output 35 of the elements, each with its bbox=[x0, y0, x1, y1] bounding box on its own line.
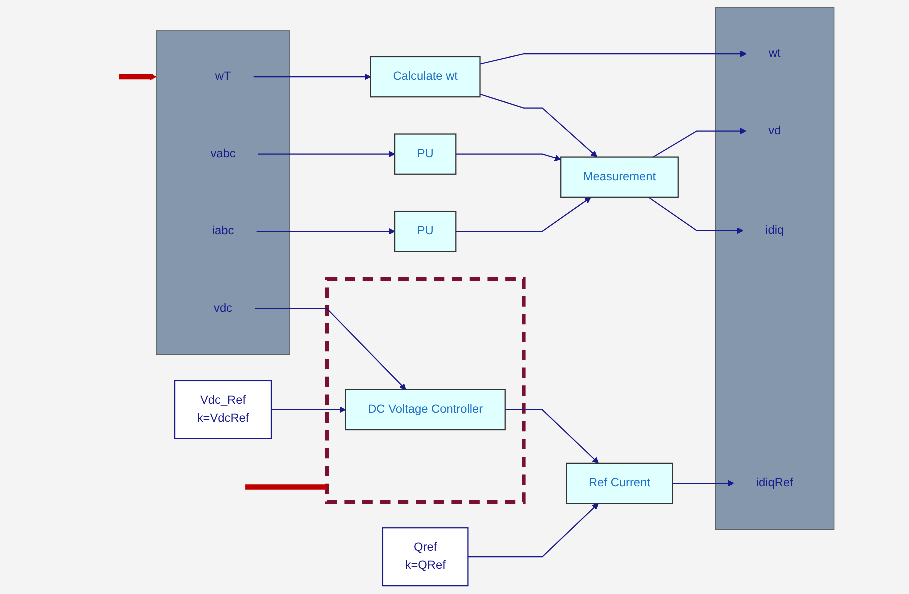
node-box: Qref k=QRef bbox=[382, 528, 469, 587]
node-text: iabc bbox=[212, 224, 234, 238]
arrow bbox=[505, 409, 599, 464]
arrow bbox=[456, 197, 592, 232]
arrow bbox=[256, 228, 396, 235]
node-text: vabc bbox=[210, 148, 236, 160]
arrow bbox=[119, 74, 157, 80]
cluster bbox=[325, 277, 526, 504]
node-box: PU bbox=[394, 210, 457, 252]
node-box: Measurement bbox=[560, 156, 679, 198]
arrow bbox=[456, 154, 562, 162]
node-box: Ref Current bbox=[566, 462, 674, 504]
node-text: wT bbox=[215, 70, 232, 83]
node-text: wt bbox=[768, 47, 781, 60]
node-box: PU bbox=[394, 134, 457, 175]
node-text: vd bbox=[768, 124, 782, 138]
cluster bbox=[715, 8, 835, 530]
node-text: vdc bbox=[214, 302, 233, 315]
node-box: DC Voltage Controller bbox=[345, 389, 506, 431]
connector bbox=[246, 484, 328, 490]
arrow bbox=[480, 50, 747, 65]
node-box: Calculate wt bbox=[370, 56, 481, 98]
arrow bbox=[648, 196, 744, 234]
cluster bbox=[156, 30, 290, 356]
arrow bbox=[653, 128, 747, 158]
arrow bbox=[672, 480, 734, 487]
arrow bbox=[468, 503, 599, 558]
arrow bbox=[258, 151, 396, 158]
node-text: idiqRef bbox=[756, 476, 794, 490]
arrow bbox=[254, 308, 406, 390]
arrow bbox=[253, 74, 372, 80]
arrow bbox=[272, 406, 346, 414]
arrow bbox=[480, 94, 598, 158]
node-box: Vdc_Ref k=VdcRef bbox=[174, 380, 272, 440]
node-text: idiq bbox=[766, 224, 784, 237]
